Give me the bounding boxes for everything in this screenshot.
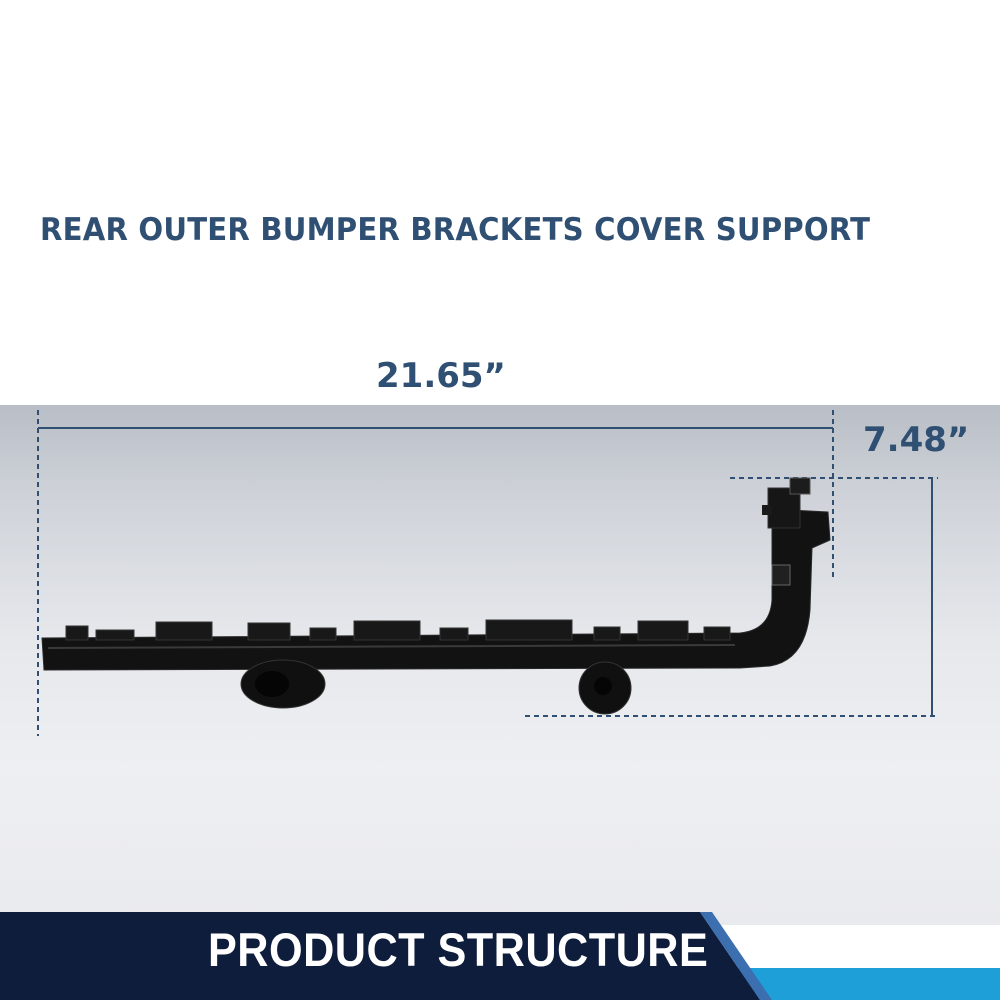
height-dimension-line: [525, 477, 938, 717]
height-dimension-label: 7.48”: [863, 420, 970, 460]
banner-title: PRODUCT STRUCTURE: [208, 923, 709, 976]
banner-shape: [0, 912, 1000, 1000]
header-area: [0, 0, 1000, 405]
width-dimension-line: [37, 410, 834, 736]
page-title: REAR OUTER BUMPER BRACKETS COVER SUPPORT: [40, 212, 871, 248]
bumper-bracket-part: [41, 477, 831, 715]
width-dimension-label: 21.65”: [376, 356, 506, 396]
